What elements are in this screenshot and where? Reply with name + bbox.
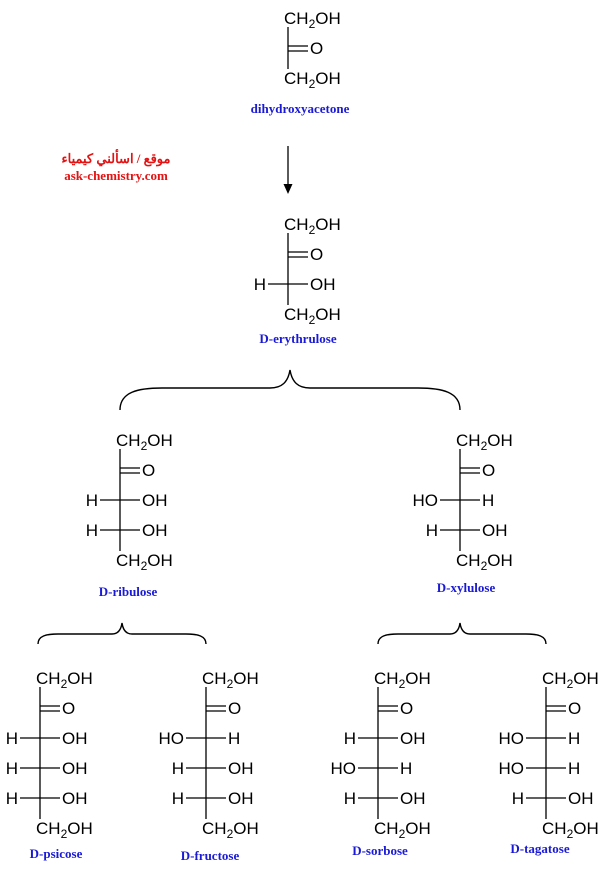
- carbonyl-oxygen-label: O: [310, 245, 323, 264]
- credit-site: ask-chemistry.com: [64, 168, 168, 183]
- left-group-label: H: [254, 275, 266, 294]
- molecule-name: D-tagatose: [510, 841, 569, 856]
- right-group-label: OH: [400, 729, 426, 748]
- top-ch2oh-label: CH2OH: [284, 9, 341, 31]
- molecule-name: D-sorbose: [352, 843, 408, 858]
- credit-arabic: موقع / اسألني كيمياء: [62, 149, 171, 167]
- right-group-label: OH: [62, 789, 88, 808]
- bottom-ch2oh-label: CH2OH: [284, 69, 341, 91]
- top-ch2oh-label: CH2OH: [202, 669, 259, 691]
- top-ch2oh-label: CH2OH: [456, 431, 513, 453]
- left-group-label: HO: [159, 729, 185, 748]
- left-group-label: H: [172, 789, 184, 808]
- left-group-label: HO: [331, 759, 357, 778]
- right-group-label: OH: [400, 789, 426, 808]
- right-group-label: OH: [62, 759, 88, 778]
- arrow-dha-to-erythrulose: [283, 146, 293, 194]
- molecule-name: D-fructose: [181, 848, 240, 863]
- brace-ribulose-branch: [37, 622, 207, 645]
- right-group-label: OH: [310, 275, 336, 294]
- carbonyl-oxygen-label: O: [228, 699, 241, 718]
- right-group-label: OH: [482, 521, 508, 540]
- right-group-label: H: [228, 729, 240, 748]
- right-group-label: OH: [62, 729, 88, 748]
- bottom-ch2oh-label: CH2OH: [202, 819, 259, 841]
- right-group-label: OH: [228, 759, 254, 778]
- carbonyl-oxygen-label: O: [62, 699, 75, 718]
- left-group-label: H: [6, 789, 18, 808]
- top-ch2oh-label: CH2OH: [36, 669, 93, 691]
- top-ch2oh-label: CH2OH: [374, 669, 431, 691]
- left-group-label: HO: [499, 759, 525, 778]
- right-group-label: OH: [142, 521, 168, 540]
- right-group-label: H: [568, 729, 580, 748]
- left-group-label: H: [86, 491, 98, 510]
- molecule-name: dihydroxyacetone: [251, 101, 350, 116]
- right-group-label: H: [482, 491, 494, 510]
- carbonyl-oxygen-label: O: [142, 461, 155, 480]
- molecule-name: D-xylulose: [437, 580, 496, 595]
- bottom-ch2oh-label: CH2OH: [374, 819, 431, 841]
- molecule-name: D-ribulose: [99, 584, 158, 599]
- right-group-label: OH: [142, 491, 168, 510]
- carbonyl-oxygen-label: O: [310, 39, 323, 58]
- top-ch2oh-label: CH2OH: [284, 215, 341, 237]
- left-group-label: H: [512, 789, 524, 808]
- left-group-label: H: [86, 521, 98, 540]
- carbonyl-oxygen-label: O: [400, 699, 413, 718]
- right-group-label: H: [400, 759, 412, 778]
- bottom-ch2oh-label: CH2OH: [456, 551, 513, 573]
- top-ch2oh-label: CH2OH: [542, 669, 599, 691]
- left-group-label: HO: [499, 729, 525, 748]
- left-group-label: H: [6, 729, 18, 748]
- top-ch2oh-label: CH2OH: [116, 431, 173, 453]
- right-group-label: OH: [228, 789, 254, 808]
- left-group-label: H: [6, 759, 18, 778]
- molecule-name: D-psicose: [30, 846, 83, 861]
- left-group-label: H: [426, 521, 438, 540]
- bottom-ch2oh-label: CH2OH: [284, 305, 341, 327]
- left-group-label: H: [344, 789, 356, 808]
- bottom-ch2oh-label: CH2OH: [542, 819, 599, 841]
- brace-xylulose-branch: [377, 622, 547, 645]
- bottom-ch2oh-label: CH2OH: [36, 819, 93, 841]
- bottom-ch2oh-label: CH2OH: [116, 551, 173, 573]
- left-group-label: HO: [413, 491, 439, 510]
- right-group-label: OH: [568, 789, 594, 808]
- molecule-name: D-erythrulose: [259, 331, 336, 346]
- brace-erythrulose-branch: [119, 369, 461, 411]
- left-group-label: H: [172, 759, 184, 778]
- carbonyl-oxygen-label: O: [568, 699, 581, 718]
- carbonyl-oxygen-label: O: [482, 461, 495, 480]
- left-group-label: H: [344, 729, 356, 748]
- right-group-label: H: [568, 759, 580, 778]
